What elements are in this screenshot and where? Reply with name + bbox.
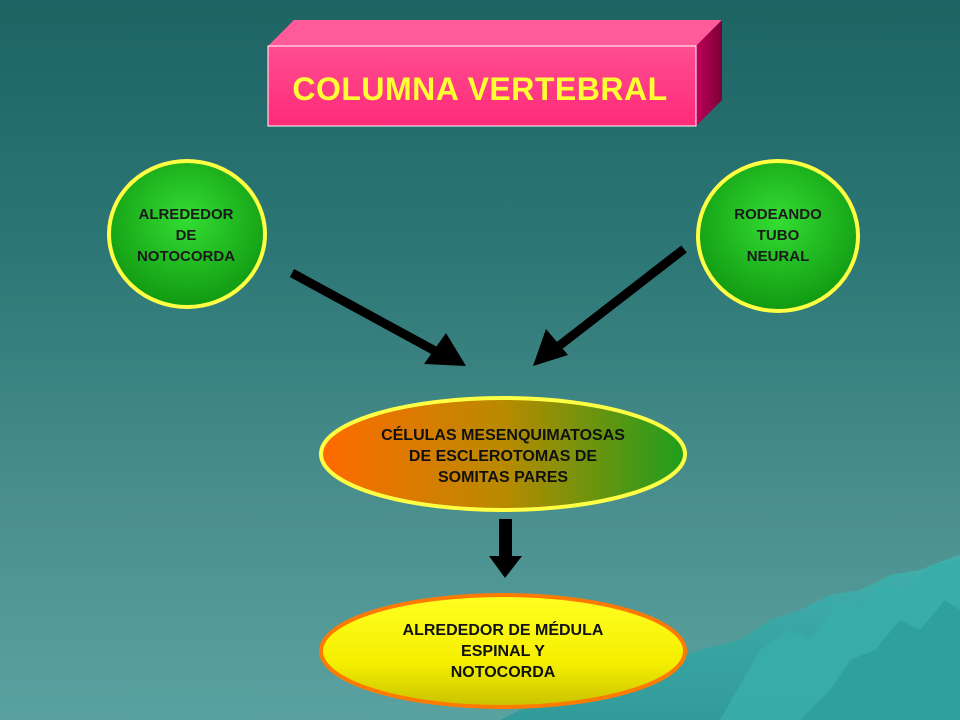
arrow-right-diagonal xyxy=(533,245,687,366)
medula-ellipse-label: ALREDEDOR DE MÉDULA ESPINAL Y NOTOCORDA xyxy=(402,622,604,681)
left-circle-node xyxy=(107,159,267,309)
title-box-front xyxy=(267,45,697,127)
title-box-side xyxy=(696,20,722,126)
arrow-down xyxy=(489,519,522,578)
right-circle-label: RODEANDO TUBO NEURAL xyxy=(734,206,822,265)
page-title: COLUMNA VERTEBRAL xyxy=(292,71,668,107)
title-box xyxy=(267,20,722,127)
cells-ellipse-label: CÉLULAS MESENQUIMATOSAS DE ESCLEROTOMAS … xyxy=(381,427,625,486)
arrow-left-diagonal xyxy=(289,269,466,366)
medula-ellipse-node xyxy=(319,593,687,709)
right-circle-node xyxy=(696,159,860,313)
left-circle-label: ALREDEDOR DE NOTOCORDA xyxy=(136,206,236,265)
cells-ellipse-node xyxy=(319,396,687,512)
title-box-top xyxy=(268,20,722,46)
